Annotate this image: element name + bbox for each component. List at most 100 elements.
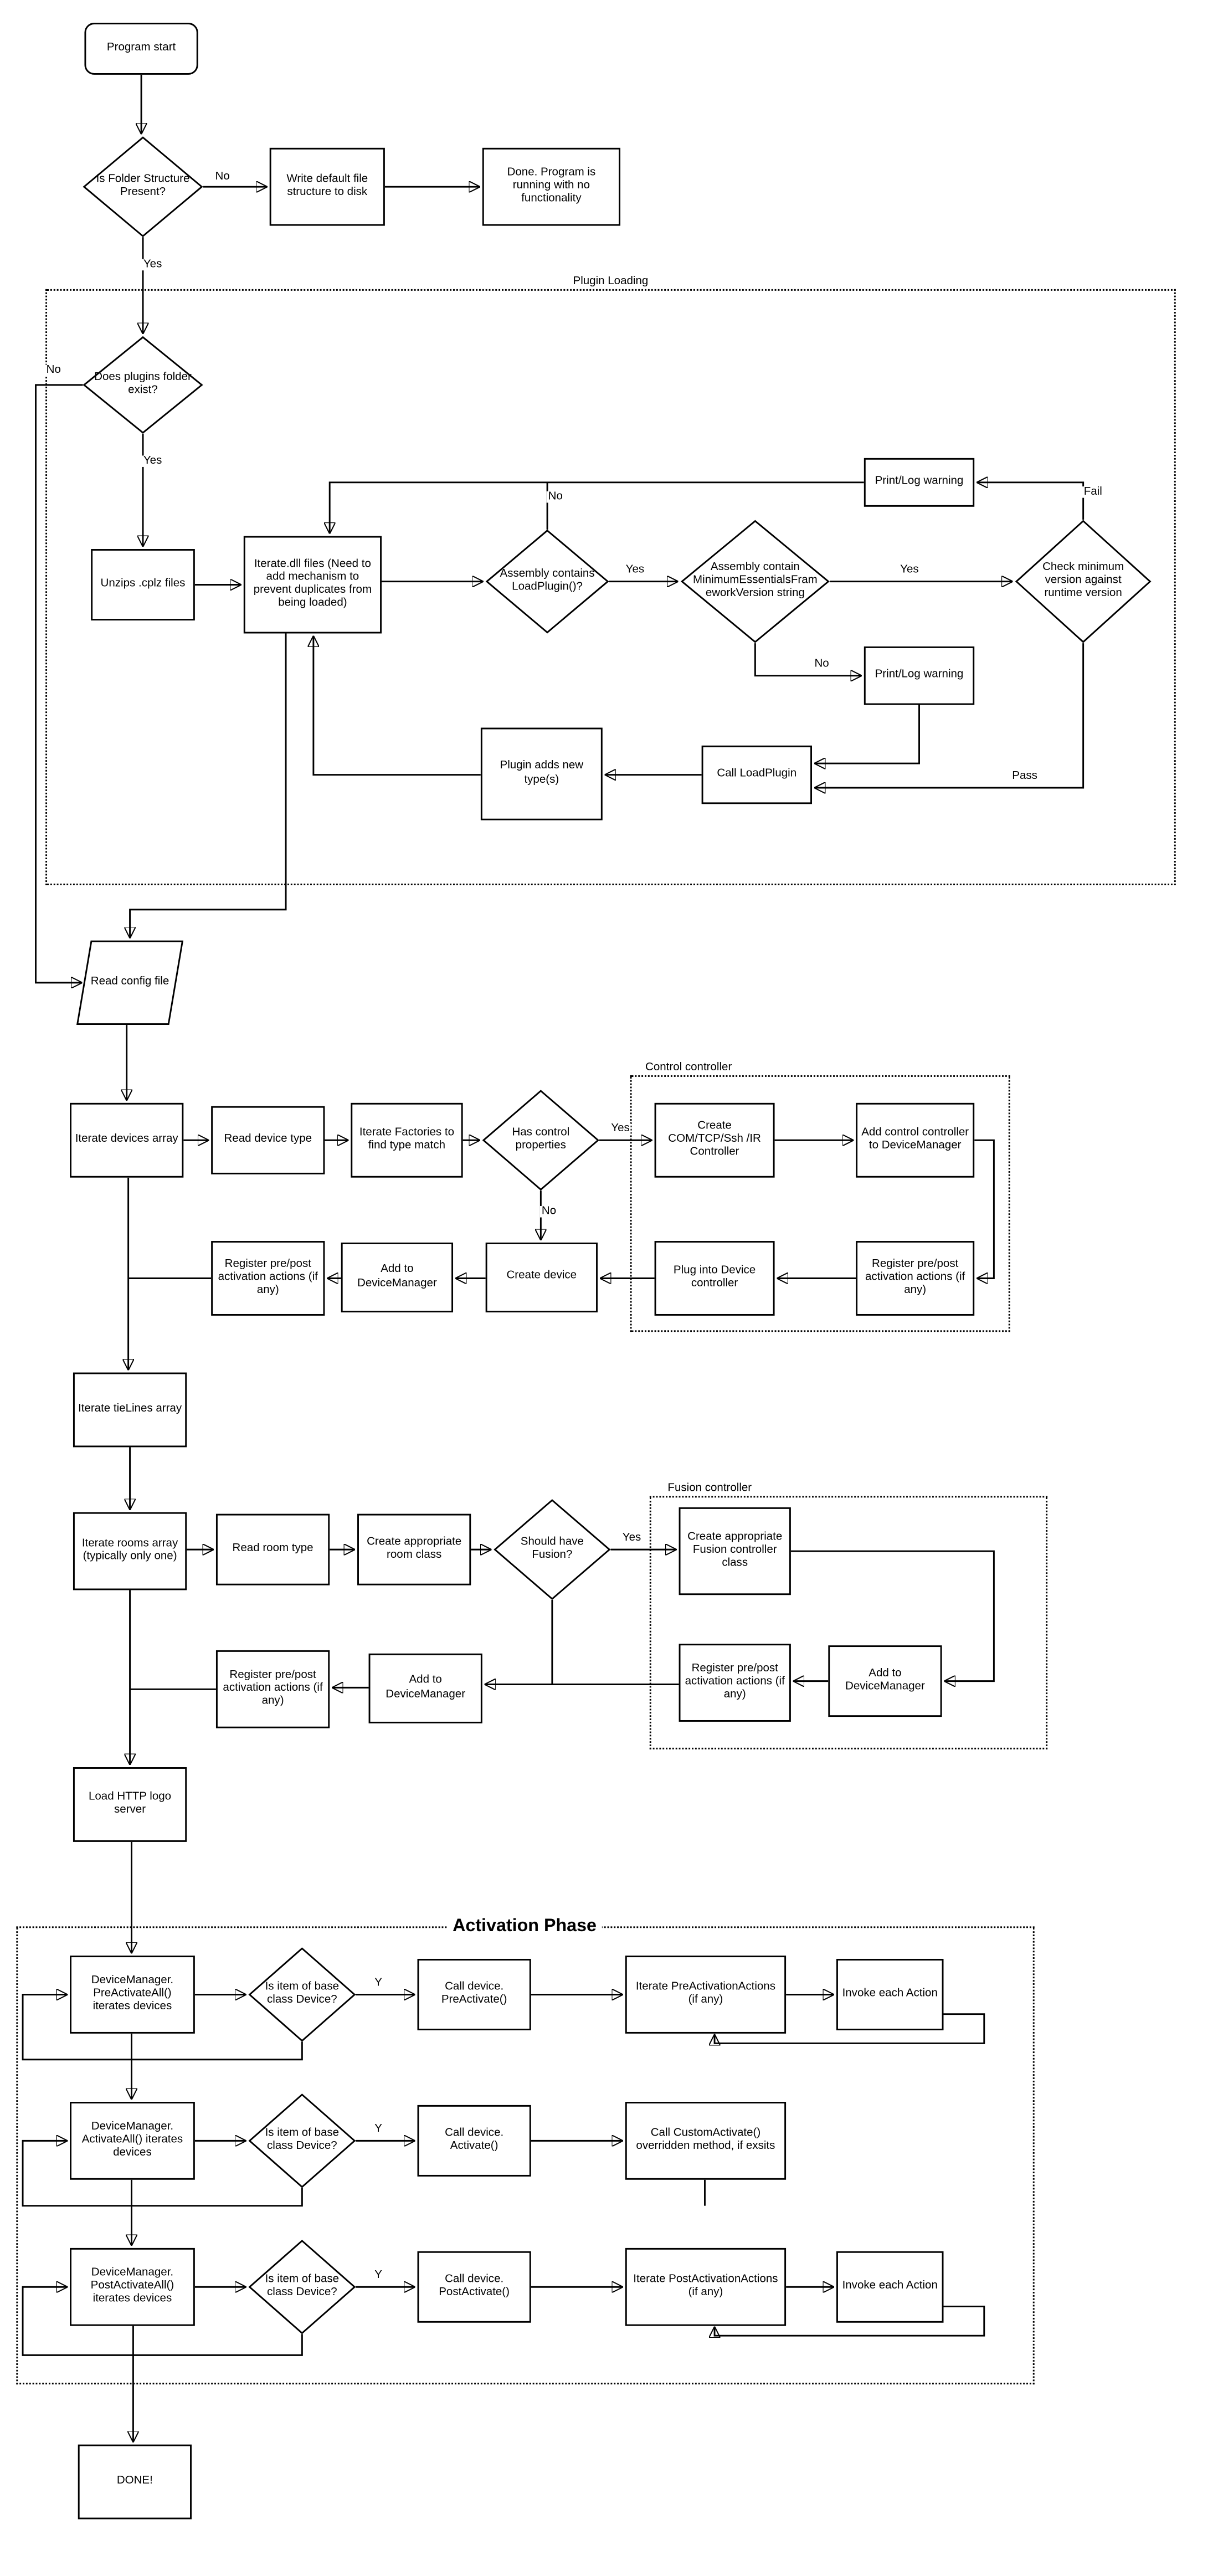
edge-label-check-fail: Fail [1082,486,1104,498]
node-label: Is item of base class Device? [265,2274,340,2298]
edge-minver-no [754,643,861,676]
call-device-preactivate: Call device. PreActivate() [417,1958,531,2030]
devicemanager-activateall: DeviceManager. ActivateAll() iterates de… [70,2102,195,2180]
write-default-structure: Write default file structure to disk [269,147,385,226]
diamond-shape [83,336,203,434]
edge-addctrl-to-register [974,1139,995,1278]
fusion-controller-container [649,1496,1048,1749]
create-controller: Create COM/TCP/Ssh /IR Controller [654,1102,775,1178]
devicemanager-preactivateall: DeviceManager. PreActivateAll() iterates… [70,1956,195,2034]
node-label: Has control properties [512,1127,570,1152]
node-label: Does plugins folder exist? [94,372,192,397]
diamond-shape [83,136,203,237]
edge-row2-loop [22,2141,303,2207]
edge-label-folder-yes: Yes [141,259,164,271]
done-no-functionality: Done. Program is running with no functio… [482,147,621,226]
register-control-actions: Register pre/post activation actions (if… [856,1241,975,1316]
program-start: Program start [84,23,198,75]
control-controller-container [630,1075,1010,1332]
edge-label-control-yes: Yes [609,1123,631,1135]
read-device-type: Read device type [211,1106,325,1174]
add-control-to-devicemanager: Add control controller to DeviceManager [856,1102,975,1178]
has-control-decision: Has control properties [482,1090,599,1190]
plugin-adds-types: Plugin adds new type(s) [480,727,603,820]
edge-invoke1-loop [715,2013,985,2044]
edge-check-pass [815,643,1085,788]
register-fusion-actions: Register pre/post activation actions (if… [679,1644,791,1722]
diamond-shape [494,1499,610,1600]
edge-label-folder-no: No [213,171,232,183]
call-loadplugin: Call LoadPlugin [701,745,812,804]
edge-adds-to-iterate [314,637,481,776]
register-device-actions: Register pre/post activation actions (if… [211,1241,325,1316]
folder-structure-decision: Is Folder Structure Present? [83,136,203,237]
call-device-postactivate: Call device. PostActivate() [417,2251,531,2323]
print-log-warning-nostring: Print/Log warning [864,646,975,705]
node-label: Is item of base class Device? [265,2127,340,2152]
diamond-shape [249,1947,356,2041]
iterate-postactivationactions: Iterate PostActivationActions (if any) [625,2247,787,2326]
call-device-activate: Call device. Activate() [417,2105,531,2177]
edge-label-minver-no: No [813,658,831,670]
invoke-each-action-2: Invoke each Action [836,2251,944,2323]
add-device-to-devicemanager: Add to DeviceManager [341,1242,454,1313]
is-base-device-decision-2: Is item of base class Device? [249,2093,356,2188]
assembly-loadplugin-decision: Assembly contains LoadPlugin()? [486,530,609,634]
edge-plugins-no [35,384,83,983]
plug-into-device-controller: Plug into Device controller [654,1241,775,1316]
load-http-logo-server: Load HTTP logo server [73,1767,187,1842]
check-min-version-decision: Check minimum version against runtime ve… [1015,520,1152,643]
unzip-cplz: Unzips .cplz files [91,549,195,621]
control-controller-title: Control controller [642,1062,736,1074]
plugins-folder-decision: Does plugins folder exist? [83,336,203,434]
node-label: Assembly contains LoadPlugin()? [500,568,595,593]
node-label: Should have Fusion? [520,1536,584,1561]
diamond-shape [249,2240,356,2334]
devicemanager-postactivateall: DeviceManager. PostActivateAll() iterate… [70,2247,195,2326]
edge-warning-loop-back [330,481,864,533]
is-base-device-decision-3: Is item of base class Device? [249,2240,356,2334]
node-label: Is Folder Structure Present? [96,173,190,198]
plugin-loading-title: Plugin Loading [569,276,652,288]
iterate-dll-files: Iterate.dll files (Need to add mechanism… [243,536,382,634]
edge-label-plugins-no: No [44,365,63,376]
iterate-rooms-array: Iterate rooms array (typically only one) [73,1512,187,1590]
edge-label-plugins-yes: Yes [141,455,164,467]
parallelogram-shape [76,941,184,1025]
plugin-loading-container [45,289,1176,885]
diamond-shape [482,1090,599,1190]
call-customactivate: Call CustomActivate() overridden method,… [625,2102,787,2180]
edge-invoke2-loop [715,2305,985,2336]
add-room-to-devicemanager: Add to DeviceManager [368,1653,482,1723]
iterate-devices-array: Iterate devices array [70,1102,184,1178]
activation-phase-title: Activation Phase [448,1916,602,1936]
edge-label-base2-y: Y [373,2123,384,2136]
diamond-shape [1015,520,1152,643]
create-room-class: Create appropriate room class [357,1513,471,1585]
read-config-file: Read config file [76,941,184,1025]
edge-label-base3-y: Y [373,2270,384,2281]
edge-check-fail [978,483,1085,520]
node-label: Is item of base class Device? [265,1981,340,2007]
edge-label-loadplugin-no: No [546,491,564,503]
edge-label-fusion-yes: Yes [620,1532,643,1544]
is-base-device-decision-1: Is item of base class Device? [249,1947,356,2041]
iterate-factories: Iterate Factories to find type match [351,1102,463,1178]
edge-label-base1-y: Y [373,1977,384,1989]
diamond-shape [249,2093,356,2188]
diamond-shape [681,520,830,643]
edge-warning-to-call [815,705,920,763]
node-label: Read config file [90,976,169,988]
edge-row3-loop [22,2287,303,2356]
node-label: Assembly contain MinimumEssentialsFramew… [693,562,818,599]
iterate-preactivationactions: Iterate PreActivationActions (if any) [625,1956,787,2034]
create-device: Create device [485,1242,598,1313]
done-final: DONE! [78,2444,192,2519]
edge-createfusion-to-adddm [790,1550,995,1681]
edge-label-minver-yes: Yes [898,564,921,576]
create-fusion-class: Create appropriate Fusion controller cla… [679,1507,791,1595]
invoke-each-action-1: Invoke each Action [836,1958,944,2030]
assembly-minversion-decision: Assembly contain MinimumEssentialsFramew… [681,520,830,643]
